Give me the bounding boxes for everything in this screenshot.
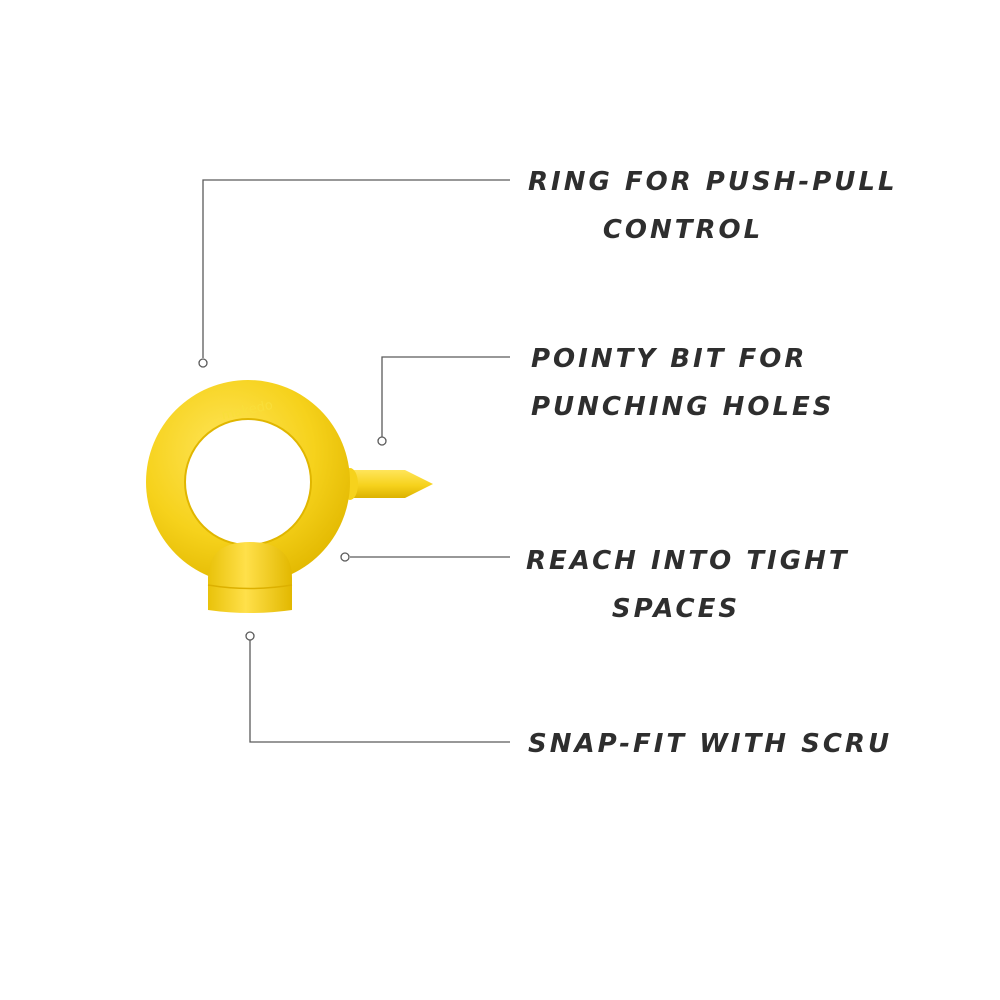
- callout-ring: RING FOR PUSH-PULL CONTROL: [528, 158, 898, 254]
- leader-snap-fit: [245, 631, 510, 743]
- ring-tool-icon: makedo: [146, 380, 433, 613]
- callout-reach-line-2: SPACES: [611, 594, 741, 624]
- callout-pointy-bit: POINTY BIT FOR PUNCHING HOLES: [531, 335, 835, 431]
- callout-reach-line-1: REACH INTO TIGHT: [526, 546, 850, 576]
- callout-snap-fit: SNAP-FIT WITH SCRU: [528, 720, 893, 768]
- leader-pointy-bit: [377, 356, 510, 446]
- callout-pointy-bit-line-2: PUNCHING HOLES: [531, 392, 835, 422]
- callout-ring-line-1: RING FOR PUSH-PULL: [528, 167, 898, 197]
- leader-ring: [198, 179, 510, 368]
- callout-pointy-bit-line-1: POINTY BIT FOR: [531, 344, 808, 374]
- leader-ring-dot: [198, 358, 208, 368]
- pointy-bit-shape: [335, 470, 433, 498]
- leader-reach: [340, 552, 510, 562]
- callout-reach: REACH INTO TIGHT SPACES: [526, 537, 850, 633]
- snap-fit-base-rim: [207, 584, 293, 590]
- callout-ring-line-2: CONTROL: [602, 215, 764, 245]
- leader-reach-dot: [340, 552, 350, 562]
- callout-snap-fit-line-1: SNAP-FIT WITH SCRU: [528, 729, 893, 759]
- leader-pointy-bit-dot: [377, 436, 387, 446]
- snap-fit-base-shape: [208, 542, 292, 613]
- ring-shape: [146, 380, 350, 584]
- leader-snap-fit-dot: [245, 631, 255, 641]
